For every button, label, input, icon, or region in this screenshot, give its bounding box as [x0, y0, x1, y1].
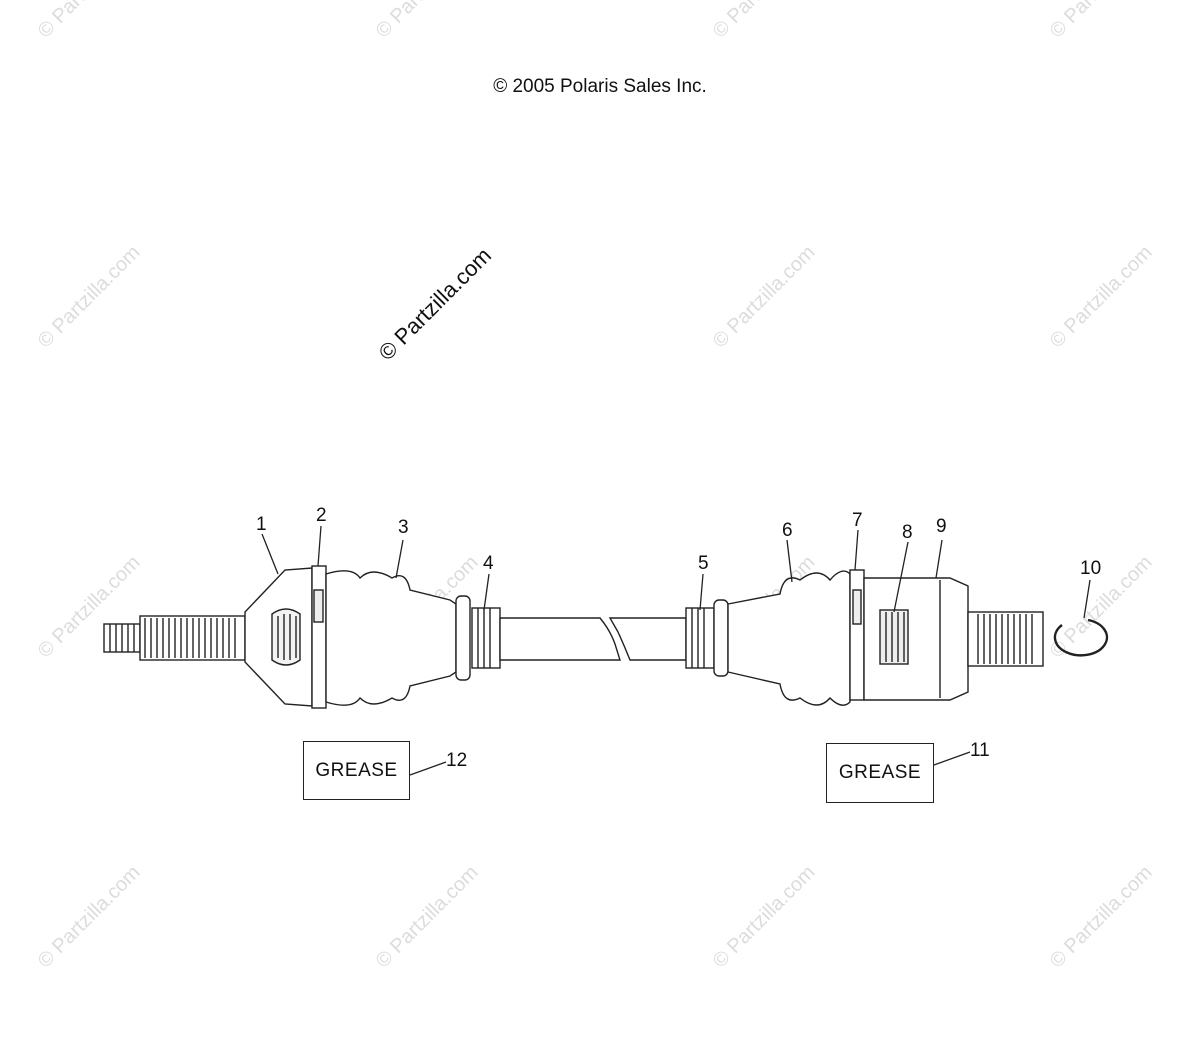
leader-lines: [261, 525, 1091, 776]
copyright-notice: © 2005 Polaris Sales Inc.: [493, 76, 707, 97]
left-spline-shaft: [139, 615, 246, 661]
callout-2: 2: [316, 505, 327, 526]
callout-12: 12: [446, 750, 468, 771]
callout-7: 7: [852, 510, 863, 531]
callout-6: 6: [782, 520, 793, 541]
outer-boot: [325, 570, 457, 706]
outer-boot-clamp: [311, 565, 327, 709]
left-threaded-stub: [103, 623, 141, 653]
outer-cv-housing: [244, 567, 313, 707]
callout-11: 11: [970, 740, 990, 761]
axle-shaft: [499, 617, 687, 661]
callout-4: 4: [483, 553, 494, 574]
outer-small-clamp: [455, 595, 501, 681]
inner-small-clamp: [685, 599, 729, 677]
callout-9: 9: [936, 516, 947, 537]
callout-10: 10: [1080, 558, 1102, 579]
inner-cv-housing: [863, 577, 969, 701]
inner-spline-stub: [967, 611, 1044, 667]
callout-5: 5: [698, 553, 709, 574]
grease-label-left: GREASE: [303, 741, 410, 800]
callout-1: 1: [256, 514, 267, 535]
inner-boot: [727, 570, 851, 706]
callout-3: 3: [398, 517, 409, 538]
grease-label-right: GREASE: [826, 743, 934, 803]
callout-8: 8: [902, 522, 913, 543]
inner-boot-clamp: [849, 569, 865, 701]
snap-ring: [1053, 618, 1109, 657]
